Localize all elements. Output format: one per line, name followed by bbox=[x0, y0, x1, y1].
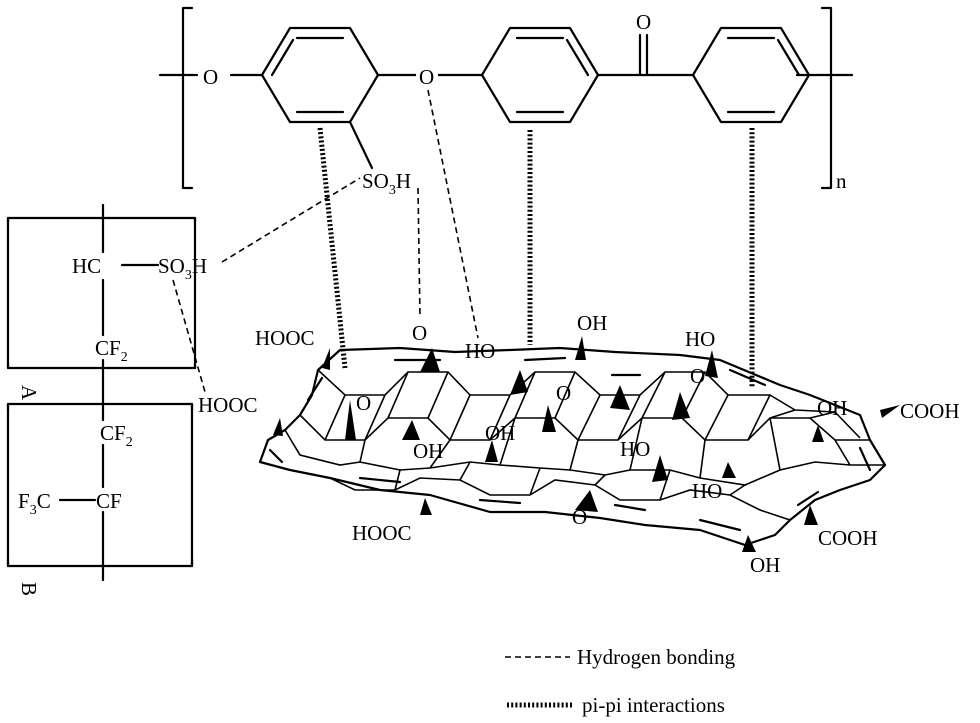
block-label-b: B bbox=[17, 582, 41, 596]
nafion-fragment: HC SO3H CF2 A CF2 F3C CF B bbox=[6, 203, 207, 596]
ether-oxygen-mid: O bbox=[419, 65, 434, 89]
oh-group-7: HO bbox=[620, 437, 650, 461]
hydrogen-bonds bbox=[172, 89, 479, 393]
repeat-unit-n: n bbox=[836, 169, 847, 193]
epoxide-o-4: O bbox=[690, 364, 705, 388]
oh-group-1: OH bbox=[577, 311, 607, 335]
epoxide-o-1: O bbox=[412, 321, 427, 345]
graphene-lattice bbox=[284, 369, 885, 521]
nafion-cf2-top-label: CF2 bbox=[95, 336, 128, 365]
block-label-a: A bbox=[17, 385, 41, 401]
epoxide-o-3: O bbox=[556, 381, 571, 405]
oh-group-9: OH bbox=[750, 553, 780, 577]
nafion-hc-label: HC bbox=[72, 254, 101, 278]
oh-group-5: OH bbox=[413, 439, 443, 463]
wedge-bonds bbox=[273, 336, 900, 552]
benzene-ring-3 bbox=[691, 26, 811, 124]
speek-polymer: O O O SO3H n bbox=[158, 6, 854, 198]
sulfonic-acid-label: SO3H bbox=[362, 169, 411, 198]
legend-pi-pi-label: pi-pi interactions bbox=[582, 693, 725, 717]
cooh-group-3: COOH bbox=[900, 399, 960, 423]
cooh-group-5: COOH bbox=[818, 526, 878, 550]
cooh-group-2: HOOC bbox=[198, 393, 258, 417]
polymer-left-bracket bbox=[181, 6, 194, 190]
epoxide-o-5: O bbox=[572, 505, 587, 529]
carbonyl-oxygen: O bbox=[636, 10, 651, 34]
oh-group-4: OH bbox=[485, 421, 515, 445]
polymer-right-bracket bbox=[820, 6, 833, 190]
legend: Hydrogen bonding pi-pi interactions bbox=[505, 645, 736, 717]
oh-group-8: HO bbox=[692, 479, 722, 503]
nafion-cf-label: CF bbox=[96, 489, 122, 513]
epoxide-o-2: O bbox=[356, 391, 371, 415]
graphene-oxide-sheet: HOOC HOOC COOH HOOC COOH OH HO HO OH OH … bbox=[198, 311, 960, 577]
cooh-group-4: HOOC bbox=[352, 521, 412, 545]
benzene-ring-2 bbox=[480, 26, 600, 124]
pi-pi-interactions bbox=[317, 127, 755, 388]
benzene-ring-1 bbox=[260, 26, 380, 124]
graphene-double-bonds bbox=[268, 356, 872, 532]
oh-group-6: OH bbox=[817, 396, 847, 420]
legend-hydrogen-bonding-label: Hydrogen bonding bbox=[577, 645, 736, 669]
cooh-group-1: HOOC bbox=[255, 326, 315, 350]
nafion-cf2-bottom-label: CF2 bbox=[100, 421, 133, 450]
nafion-so3h-label: SO3H bbox=[158, 254, 207, 283]
oh-group-2: HO bbox=[465, 339, 495, 363]
ether-oxygen-left: O bbox=[203, 65, 218, 89]
oh-group-3: HO bbox=[685, 327, 715, 351]
nafion-f3c-label: F3C bbox=[18, 489, 51, 518]
